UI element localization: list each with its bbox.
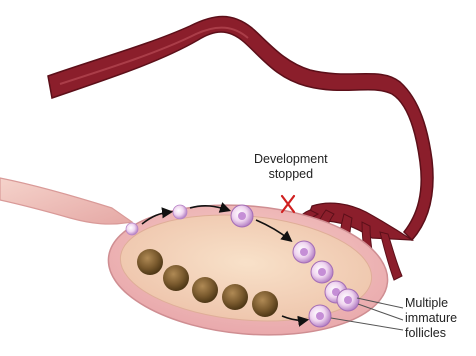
- immature-follicle-1-core: [300, 248, 308, 256]
- multiple-label-line-1: Multiple: [405, 296, 457, 311]
- medium-follicle-core: [238, 212, 246, 220]
- dark-follicle-1: [137, 249, 163, 275]
- immature-follicle-4-core: [344, 296, 352, 304]
- ovarian-ligament: [0, 178, 132, 224]
- dark-follicle-5: [252, 291, 278, 317]
- dark-follicle-4: [222, 284, 248, 310]
- immature-follicle-2-core: [318, 268, 326, 276]
- development-label-line-1: Development: [254, 152, 328, 167]
- immature-follicles-label: Multiple immature follicles: [405, 296, 457, 341]
- development-label-line-2: stopped: [254, 167, 328, 182]
- multiple-label-line-2: immature: [405, 311, 457, 326]
- development-stopped-label: Development stopped: [254, 152, 328, 182]
- x-mark-icon: [282, 196, 294, 212]
- multiple-label-line-3: follicles: [405, 326, 457, 341]
- dark-follicle-3: [192, 277, 218, 303]
- small-follicle-2: [173, 205, 187, 219]
- dark-follicle-2: [163, 265, 189, 291]
- immature-follicle-5-core: [316, 312, 324, 320]
- small-follicle-1: [126, 223, 138, 235]
